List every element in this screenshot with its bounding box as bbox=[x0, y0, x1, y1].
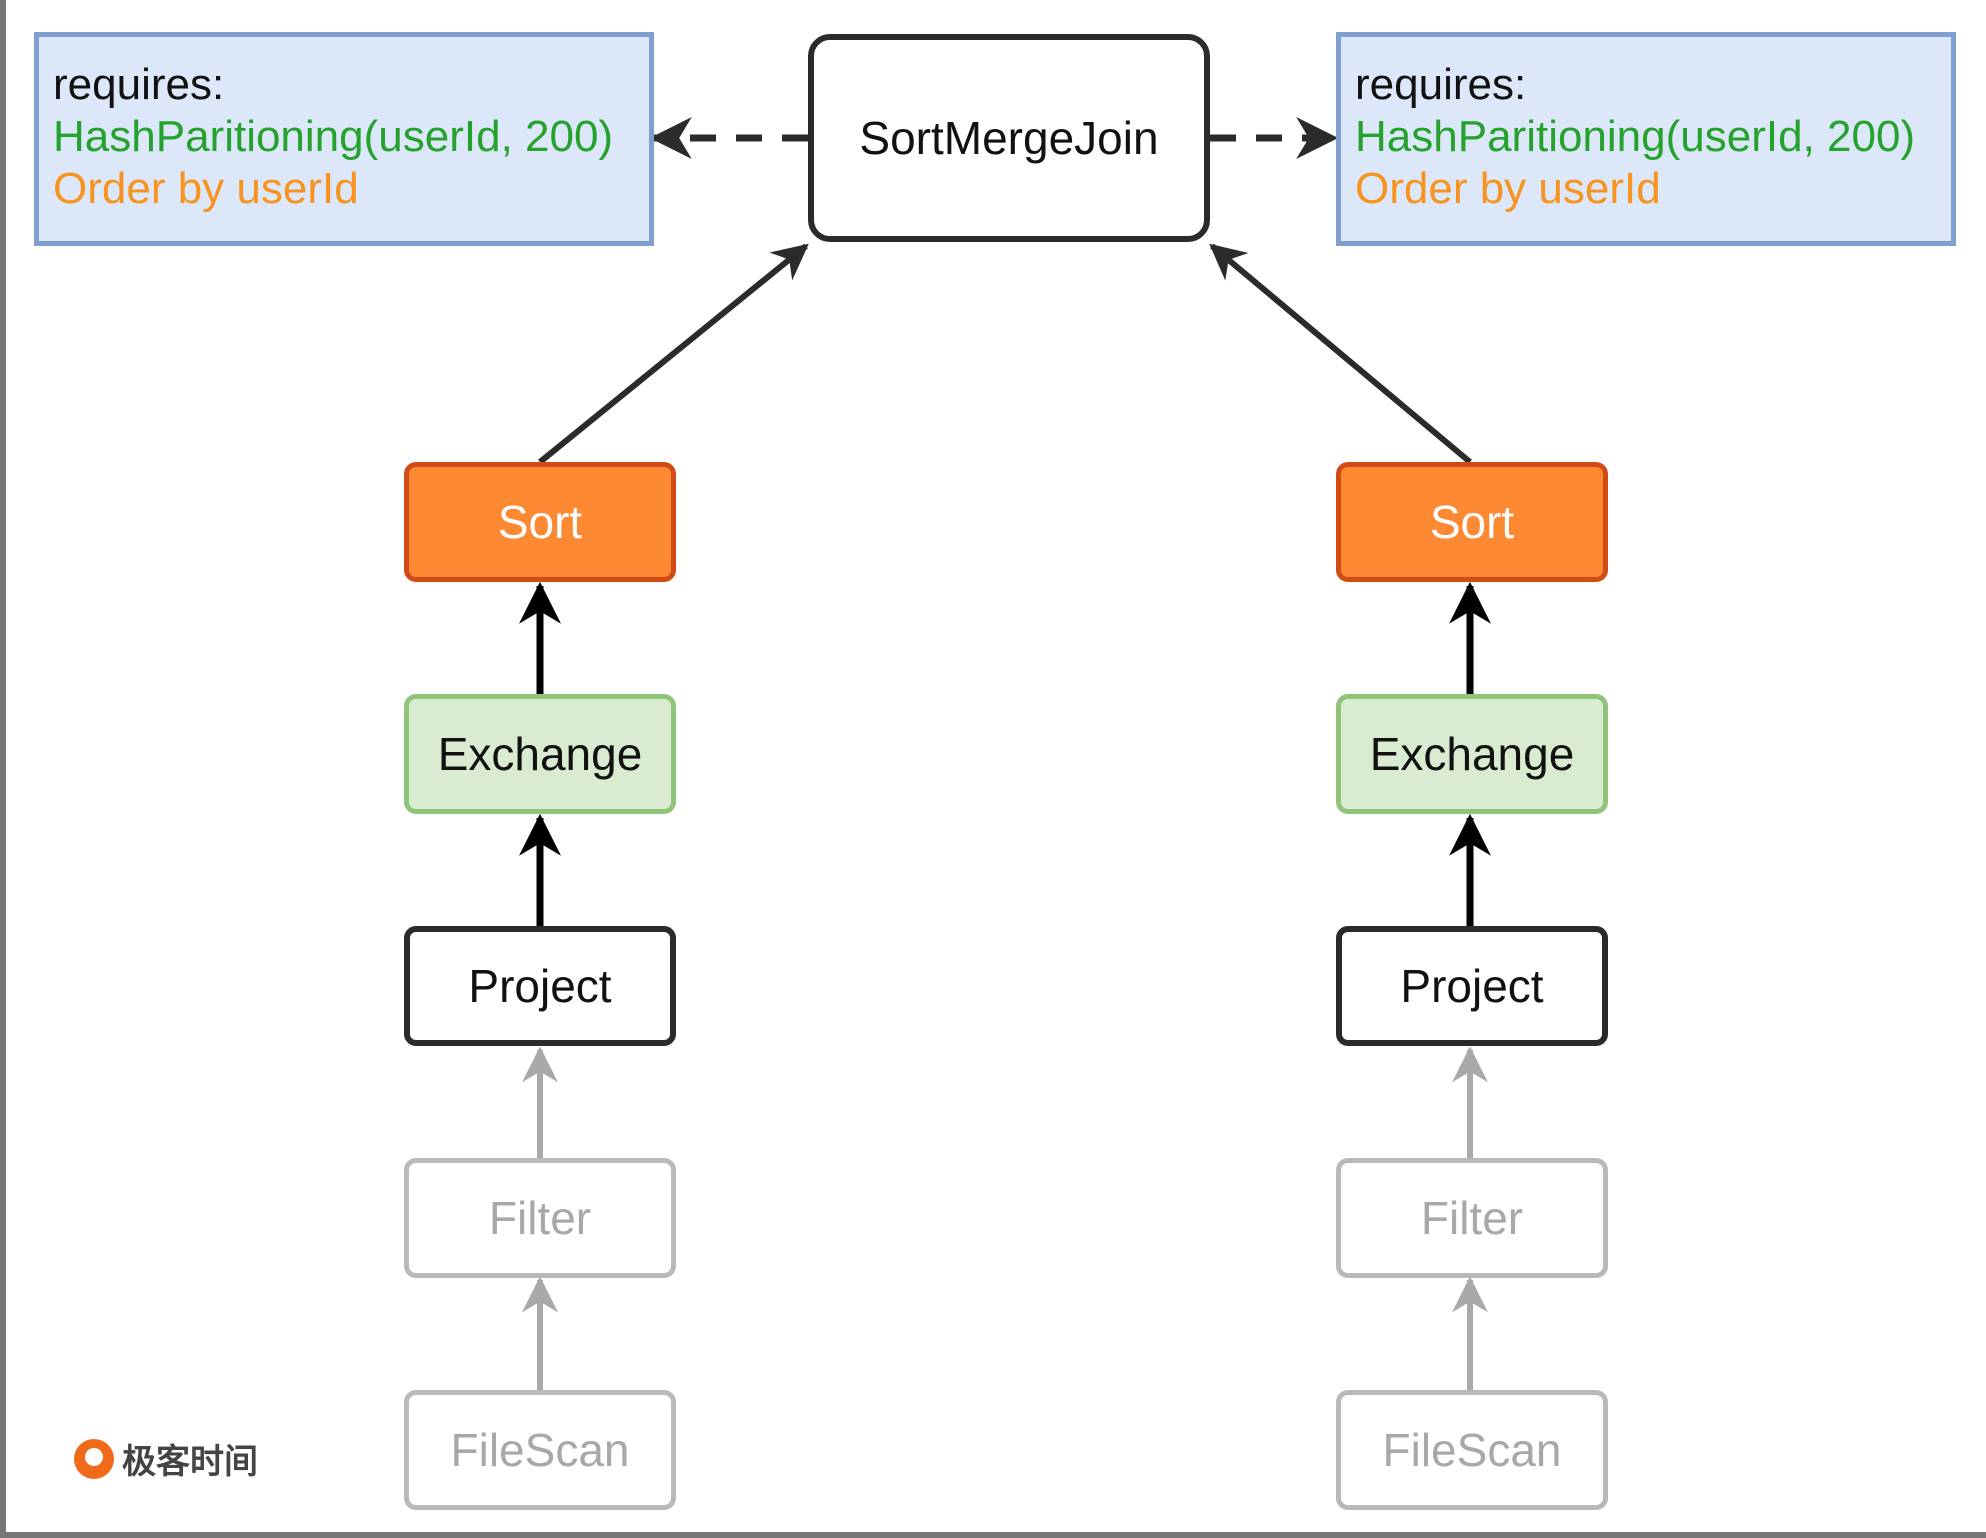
geektime-logo-icon bbox=[74, 1438, 114, 1479]
geektime-logo-text: 极客时间 bbox=[122, 1442, 258, 1482]
right-filter-label: Filter bbox=[1420, 1192, 1524, 1244]
left-project-label: Project bbox=[468, 960, 612, 1012]
right-requirement-box: requires: HashParitioning(userId, 200) O… bbox=[1336, 32, 1956, 246]
left-requirement-box: requires: HashParitioning(userId, 200) O… bbox=[34, 32, 654, 246]
left-filter-label: Filter bbox=[488, 1192, 592, 1244]
right-exchange-label: Exchange bbox=[1369, 728, 1575, 780]
left-sort-label: Sort bbox=[497, 496, 583, 548]
sort-merge-join-label: SortMergeJoin bbox=[859, 112, 1159, 164]
left-project-node: Project bbox=[404, 926, 676, 1046]
right-requirement-ordering: Order by userId bbox=[1355, 164, 1661, 213]
sort-merge-join-node: SortMergeJoin bbox=[808, 34, 1210, 242]
right-filescan-label: FileScan bbox=[1382, 1424, 1562, 1476]
geektime-logo: 极客时间 bbox=[74, 1434, 258, 1483]
left-filescan-label: FileScan bbox=[450, 1424, 630, 1476]
right-sort-label: Sort bbox=[1429, 496, 1515, 548]
right-exchange-node: Exchange bbox=[1336, 694, 1608, 814]
left-sort-node: Sort bbox=[404, 462, 676, 582]
edge-right-sort-to-join bbox=[1209, 243, 1472, 465]
right-requirement-partitioning: HashParitioning(userId, 200) bbox=[1355, 112, 1916, 161]
left-filescan-node: FileScan bbox=[404, 1390, 676, 1510]
left-exchange-node: Exchange bbox=[404, 694, 676, 814]
left-filter-node: Filter bbox=[404, 1158, 676, 1278]
right-filter-node: Filter bbox=[1336, 1158, 1608, 1278]
left-requirement-partitioning: HashParitioning(userId, 200) bbox=[53, 112, 614, 161]
edge-left-sort-to-join bbox=[538, 243, 809, 465]
right-filescan-node: FileScan bbox=[1336, 1390, 1608, 1510]
right-project-label: Project bbox=[1400, 960, 1544, 1012]
left-requirement-ordering: Order by userId bbox=[53, 164, 359, 213]
right-sort-node: Sort bbox=[1336, 462, 1608, 582]
right-requirement-title: requires: bbox=[1355, 60, 1527, 109]
right-project-node: Project bbox=[1336, 926, 1608, 1046]
left-requirement-title: requires: bbox=[53, 60, 225, 109]
left-exchange-label: Exchange bbox=[437, 728, 643, 780]
